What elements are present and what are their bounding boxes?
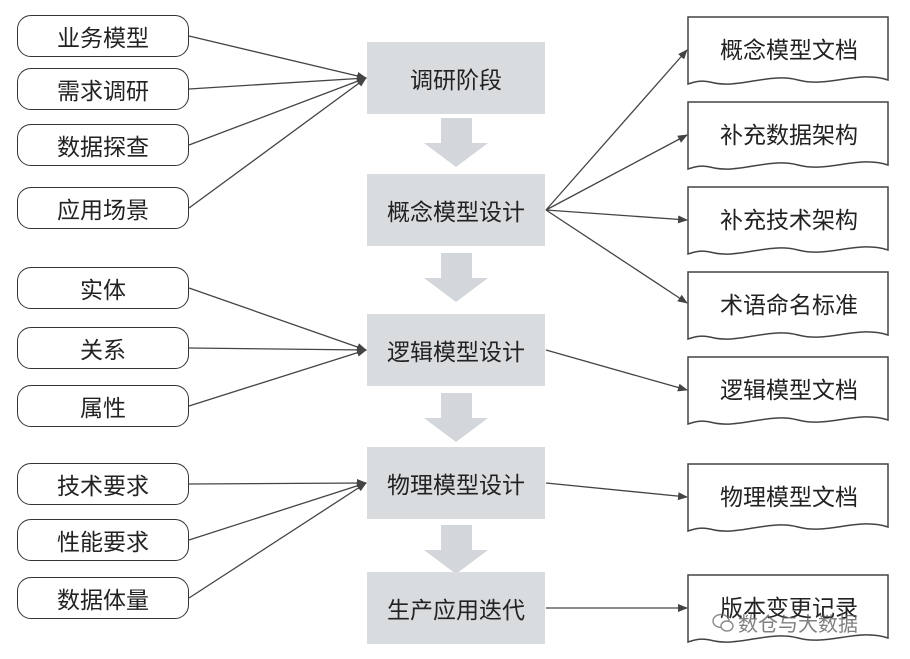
doc-shape-physical	[687, 463, 889, 533]
wechat-icon	[712, 613, 734, 632]
connector-to-data-arch	[545, 134, 688, 211]
document-shapes	[687, 16, 889, 644]
flow-arrow-1	[424, 118, 488, 167]
input-application-scenarios: 应用场景	[17, 187, 189, 229]
input-performance-requirements: 性能要求	[17, 519, 189, 561]
connector-tech-req	[188, 479, 367, 488]
connector-to-tech-arch	[545, 209, 688, 224]
input-connectors	[188, 35, 367, 599]
doc-shape-logical	[687, 356, 889, 426]
input-attribute: 属性	[17, 385, 189, 427]
input-requirements-research: 需求调研	[17, 68, 189, 110]
doc-shape-conceptual	[687, 16, 889, 86]
flow-arrows	[424, 118, 488, 574]
input-relationship: 关系	[17, 327, 189, 369]
output-connectors	[545, 49, 688, 612]
connector-requirements	[188, 74, 367, 90]
stage-physical-design: 物理模型设计	[367, 447, 545, 519]
doc-supplement-tech-arch: 补充技术架构	[720, 208, 858, 234]
input-data-volume: 数据体量	[17, 577, 189, 619]
connector-data-volume	[188, 482, 367, 599]
stage-logical-design: 逻辑模型设计	[367, 314, 545, 386]
connector-data-exploration	[188, 77, 367, 146]
input-technical-requirements: 技术要求	[17, 463, 189, 505]
stage-research: 调研阶段	[367, 42, 545, 114]
connector-scenarios	[188, 77, 367, 209]
doc-supplement-data-arch: 补充数据架构	[720, 123, 858, 149]
input-data-exploration: 数据探查	[17, 124, 189, 166]
connector-to-logical-doc	[545, 349, 688, 392]
connector-to-naming	[545, 209, 688, 304]
doc-conceptual-model: 概念模型文档	[720, 38, 858, 64]
stage-conceptual-design: 概念模型设计	[367, 174, 545, 246]
connector-to-conceptual-doc	[545, 49, 688, 211]
doc-shape-version	[687, 574, 889, 644]
doc-shape-data-arch	[687, 101, 889, 171]
watermark: 数仓与大数据	[712, 608, 858, 637]
flow-arrow-2	[424, 253, 488, 302]
connector-perf-req	[188, 481, 367, 541]
doc-shape-naming	[687, 271, 889, 341]
doc-version-change-log: 版本变更记录	[720, 596, 858, 622]
stage-production-iteration: 生产应用迭代	[367, 572, 545, 644]
connector-to-physical-doc	[545, 482, 688, 501]
connector-entity	[188, 287, 367, 351]
connector-attribute	[188, 348, 367, 407]
watermark-text: 数仓与大数据	[738, 612, 858, 636]
input-business-model: 业务模型	[17, 15, 189, 57]
doc-shape-tech-arch	[687, 186, 889, 256]
flow-arrow-3	[424, 393, 488, 442]
doc-logical-model: 逻辑模型文档	[720, 378, 858, 404]
connector-relationship	[188, 345, 367, 354]
doc-physical-model: 物理模型文档	[720, 485, 858, 511]
connector-business-model	[188, 35, 367, 80]
flow-arrow-4	[424, 525, 488, 574]
input-entity: 实体	[17, 267, 189, 309]
doc-naming-standard: 术语命名标准	[720, 293, 858, 319]
